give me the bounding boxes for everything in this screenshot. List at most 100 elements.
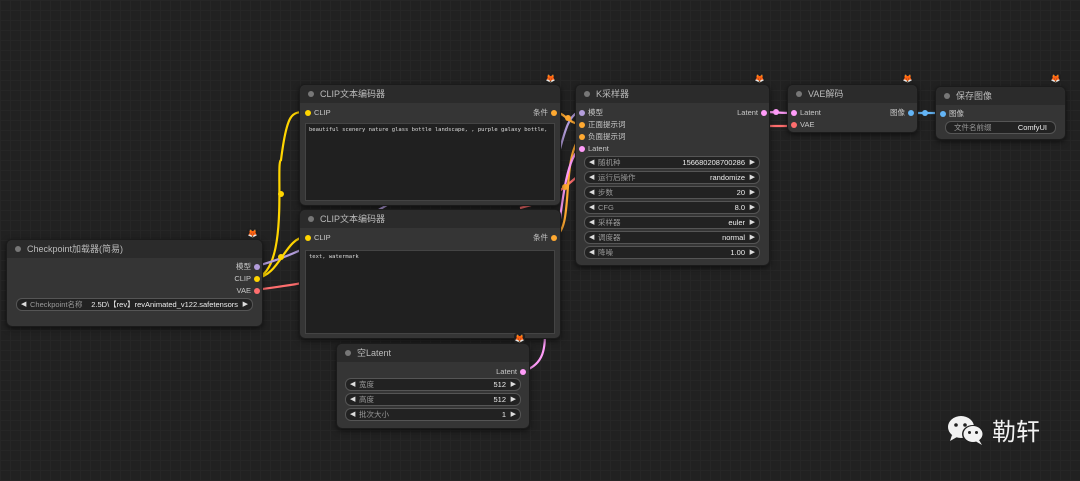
arrow-right-icon[interactable]: ▶ bbox=[242, 301, 248, 308]
checkpoint-loader-node[interactable]: 🦊 Checkpoint加载器(简易) 模型 CLIP VAE ◀ Checkp… bbox=[6, 228, 263, 327]
reroute-dot[interactable] bbox=[562, 184, 568, 190]
pin-icon[interactable] bbox=[305, 235, 311, 241]
arrow-left-icon[interactable]: ◀ bbox=[350, 411, 356, 418]
pin-icon[interactable] bbox=[908, 110, 914, 116]
vae-decode-node[interactable]: 🦊 VAE解码 Latent VAE 图像 bbox=[787, 73, 918, 133]
arrow-left-icon[interactable]: ◀ bbox=[589, 174, 595, 181]
input-negative[interactable]: 负面提示词 bbox=[579, 132, 626, 142]
widget-value: 512 bbox=[493, 380, 506, 389]
ksampler-node[interactable]: 🦊 K采样器 模型 正面提示词 负面提示词 Latent Latent ◀随机种… bbox=[575, 73, 770, 266]
node-title[interactable]: VAE解码 bbox=[788, 85, 917, 103]
node-title[interactable]: 空Latent bbox=[337, 344, 529, 362]
arrow-left-icon[interactable]: ◀ bbox=[589, 204, 595, 211]
input-latent[interactable]: Latent bbox=[791, 108, 821, 118]
arrow-left-icon[interactable]: ◀ bbox=[589, 189, 595, 196]
arrow-right-icon[interactable]: ▶ bbox=[749, 219, 755, 226]
pin-icon[interactable] bbox=[254, 264, 260, 270]
collapse-dot[interactable] bbox=[15, 246, 21, 252]
reroute-dot[interactable] bbox=[278, 191, 284, 197]
pin-icon[interactable] bbox=[551, 110, 557, 116]
arrow-right-icon[interactable]: ▶ bbox=[510, 381, 516, 388]
collapse-dot[interactable] bbox=[584, 91, 590, 97]
collapse-dot[interactable] bbox=[308, 91, 314, 97]
arrow-left-icon[interactable]: ◀ bbox=[350, 381, 356, 388]
input-clip[interactable]: CLIP bbox=[305, 108, 331, 118]
collapse-dot[interactable] bbox=[944, 93, 950, 99]
prompt-textarea[interactable]: text, watermark bbox=[305, 250, 555, 334]
output-clip[interactable]: CLIP bbox=[234, 274, 260, 284]
pin-icon[interactable] bbox=[940, 111, 946, 117]
arrow-left-icon[interactable]: ◀ bbox=[589, 234, 595, 241]
input-clip[interactable]: CLIP bbox=[305, 233, 331, 243]
pin-icon[interactable] bbox=[254, 288, 260, 294]
output-model[interactable]: 模型 bbox=[236, 262, 260, 272]
input-image[interactable]: 图像 bbox=[940, 109, 964, 119]
input-vae[interactable]: VAE bbox=[791, 120, 814, 130]
pin-icon[interactable] bbox=[579, 122, 585, 128]
arrow-right-icon[interactable]: ▶ bbox=[749, 204, 755, 211]
input-latent[interactable]: Latent bbox=[579, 144, 609, 154]
reroute-dot[interactable] bbox=[773, 109, 779, 115]
prompt-textarea[interactable]: beautiful scenery nature glass bottle la… bbox=[305, 123, 555, 201]
pin-icon[interactable] bbox=[791, 110, 797, 116]
output-latent[interactable]: Latent bbox=[737, 108, 767, 118]
reroute-dot[interactable] bbox=[565, 115, 571, 121]
output-latent[interactable]: Latent bbox=[496, 367, 526, 377]
output-conditioning[interactable]: 条件 bbox=[533, 233, 557, 243]
input-model[interactable]: 模型 bbox=[579, 108, 603, 118]
output-vae[interactable]: VAE bbox=[237, 286, 260, 296]
pin-icon[interactable] bbox=[520, 369, 526, 375]
pin-icon[interactable] bbox=[791, 122, 797, 128]
pin-icon[interactable] bbox=[579, 110, 585, 116]
reroute-dot[interactable] bbox=[922, 110, 928, 116]
arrow-left-icon[interactable]: ◀ bbox=[350, 396, 356, 403]
output-conditioning[interactable]: 条件 bbox=[533, 108, 557, 118]
clip-text-encode-positive-node[interactable]: 🦊 CLIP文本编码器 CLIP 条件 beautiful scenery na… bbox=[299, 73, 561, 206]
arrow-left-icon[interactable]: ◀ bbox=[589, 159, 595, 166]
collapse-dot[interactable] bbox=[308, 216, 314, 222]
height-widget[interactable]: ◀高度 512 ▶ bbox=[345, 393, 521, 406]
clip-text-encode-negative-node[interactable]: CLIP文本编码器 CLIP 条件 text, watermark bbox=[299, 209, 561, 339]
input-positive[interactable]: 正面提示词 bbox=[579, 120, 626, 130]
arrow-right-icon[interactable]: ▶ bbox=[510, 411, 516, 418]
pin-icon[interactable] bbox=[761, 110, 767, 116]
widget-label: 高度 bbox=[359, 395, 374, 404]
reroute-dot[interactable] bbox=[278, 254, 284, 260]
pin-icon[interactable] bbox=[579, 146, 585, 152]
arrow-left-icon[interactable]: ◀ bbox=[589, 249, 595, 256]
node-title[interactable]: Checkpoint加载器(简易) bbox=[7, 240, 262, 258]
pin-icon[interactable] bbox=[579, 134, 585, 140]
collapse-dot[interactable] bbox=[796, 91, 802, 97]
arrow-left-icon[interactable]: ◀ bbox=[21, 301, 27, 308]
arrow-right-icon[interactable]: ▶ bbox=[749, 189, 755, 196]
arrow-right-icon[interactable]: ▶ bbox=[749, 159, 755, 166]
arrow-right-icon[interactable]: ▶ bbox=[749, 174, 755, 181]
arrow-right-icon[interactable]: ▶ bbox=[510, 396, 516, 403]
pin-icon[interactable] bbox=[551, 235, 557, 241]
node-title[interactable]: K采样器 bbox=[576, 85, 769, 103]
node-title[interactable]: CLIP文本编码器 bbox=[300, 210, 560, 228]
output-image[interactable]: 图像 bbox=[890, 108, 914, 118]
pin-icon[interactable] bbox=[254, 276, 260, 282]
node-title[interactable]: 保存图像 bbox=[936, 87, 1065, 105]
node-title[interactable]: CLIP文本编码器 bbox=[300, 85, 560, 103]
widget-value: 512 bbox=[493, 395, 506, 404]
collapse-dot[interactable] bbox=[345, 350, 351, 356]
ckpt-name-combo[interactable]: ◀ Checkpoint名称 2.5D\【rev】revAnimated_v12… bbox=[16, 298, 253, 311]
arrow-right-icon[interactable]: ▶ bbox=[749, 234, 755, 241]
arrow-right-icon[interactable]: ▶ bbox=[749, 249, 755, 256]
save-image-node[interactable]: 🦊 保存图像 图像 文件名前缀 ComfyUI bbox=[935, 73, 1066, 140]
pin-icon[interactable] bbox=[305, 110, 311, 116]
arrow-left-icon[interactable]: ◀ bbox=[589, 219, 595, 226]
filename-prefix-widget[interactable]: 文件名前缀 ComfyUI bbox=[945, 121, 1056, 134]
